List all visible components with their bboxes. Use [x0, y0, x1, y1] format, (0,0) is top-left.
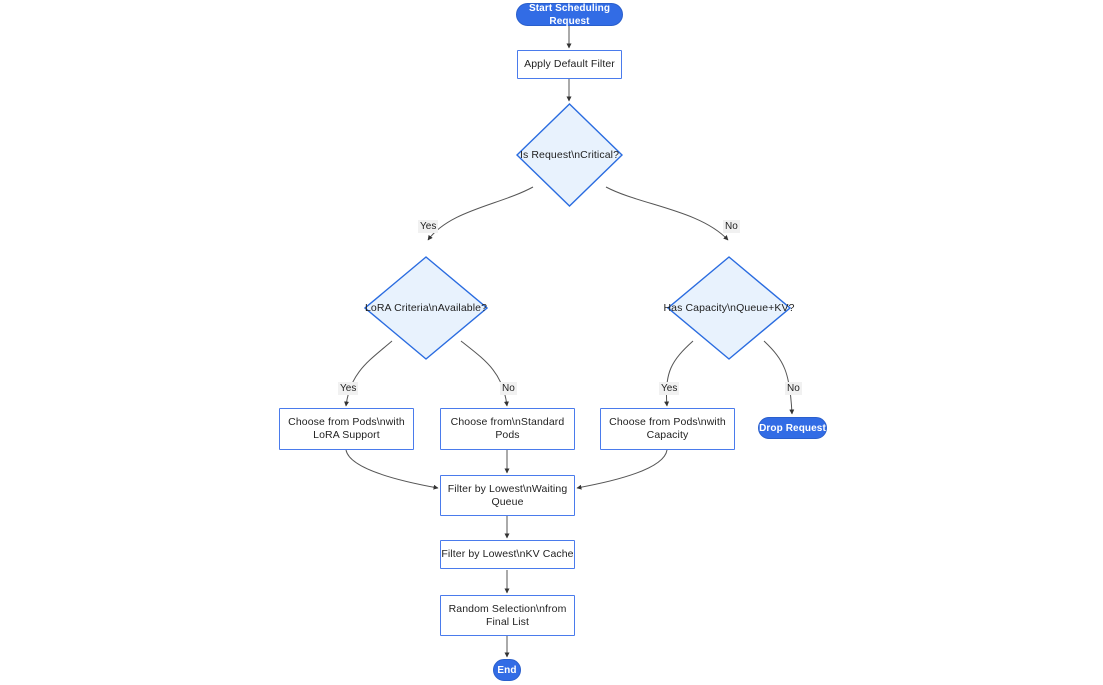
edge-label-critical-yes: Yes: [418, 220, 439, 233]
diamond-shape-has-capacity: [667, 256, 791, 360]
node-filter-lowest-kv-cache-label: Filter by Lowest\nKV Cache: [441, 548, 574, 560]
node-choose-standard-pods[interactable]: Choose from\nStandard Pods: [440, 408, 575, 450]
node-end-label: End: [497, 664, 517, 676]
edge-choose-lora-to-filter-queue: [345, 449, 439, 490]
node-filter-lowest-kv-cache[interactable]: Filter by Lowest\nKV Cache: [440, 540, 575, 569]
edge-label-lora-yes: Yes: [338, 382, 359, 395]
node-filter-lowest-waiting-queue[interactable]: Filter by Lowest\nWaiting Queue: [440, 475, 575, 516]
diamond-shape-lora-criteria-available: [364, 256, 488, 360]
node-choose-pods-lora-support[interactable]: Choose from Pods\nwith LoRA Support: [279, 408, 414, 450]
node-drop-request-label: Drop Request: [759, 422, 826, 434]
node-choose-pods-lora-support-label: Choose from Pods\nwith LoRA Support: [288, 416, 405, 441]
node-has-capacity-label: Has Capacity\nQueue+KV?: [663, 301, 795, 314]
node-filter-lowest-waiting-queue-label: Filter by Lowest\nWaiting Queue: [447, 482, 568, 508]
node-apply-default-filter-label: Apply Default Filter: [524, 58, 615, 70]
node-has-capacity[interactable]: Has Capacity\nQueue+KV?: [663, 256, 794, 360]
node-is-request-critical[interactable]: Is Request\nCritical?: [516, 103, 623, 207]
edge-is-critical-no-to-capacity: [605, 186, 729, 241]
edge-label-capacity-no: No: [785, 382, 802, 395]
node-end[interactable]: End: [493, 659, 521, 681]
edge-choose-capacity-to-filter-queue: [576, 449, 668, 490]
edge-label-lora-no: No: [500, 382, 517, 395]
edge-label-capacity-yes: Yes: [659, 382, 680, 395]
node-choose-standard-pods-label: Choose from\nStandard Pods: [450, 416, 565, 441]
node-choose-pods-capacity[interactable]: Choose from Pods\nwith Capacity: [600, 408, 735, 450]
node-drop-request[interactable]: Drop Request: [758, 417, 827, 439]
node-is-request-critical-label: Is Request\nCritical?: [519, 148, 620, 161]
node-start-label: Start Scheduling Request: [528, 2, 611, 27]
node-choose-pods-capacity-label: Choose from Pods\nwith Capacity: [609, 416, 726, 441]
node-lora-criteria-available[interactable]: LoRA Criteria\nAvailable?: [364, 256, 488, 360]
node-lora-criteria-available-label: LoRA Criteria\nAvailable?: [364, 301, 488, 314]
diamond-shape-is-request-critical: [516, 103, 623, 207]
node-random-selection-final-list-label: Random Selection\nfrom Final List: [448, 602, 567, 628]
node-apply-default-filter[interactable]: Apply Default Filter: [517, 50, 622, 79]
node-start[interactable]: Start Scheduling Request: [516, 2, 623, 27]
node-random-selection-final-list[interactable]: Random Selection\nfrom Final List: [440, 595, 575, 636]
edge-label-critical-no: No: [723, 220, 740, 233]
